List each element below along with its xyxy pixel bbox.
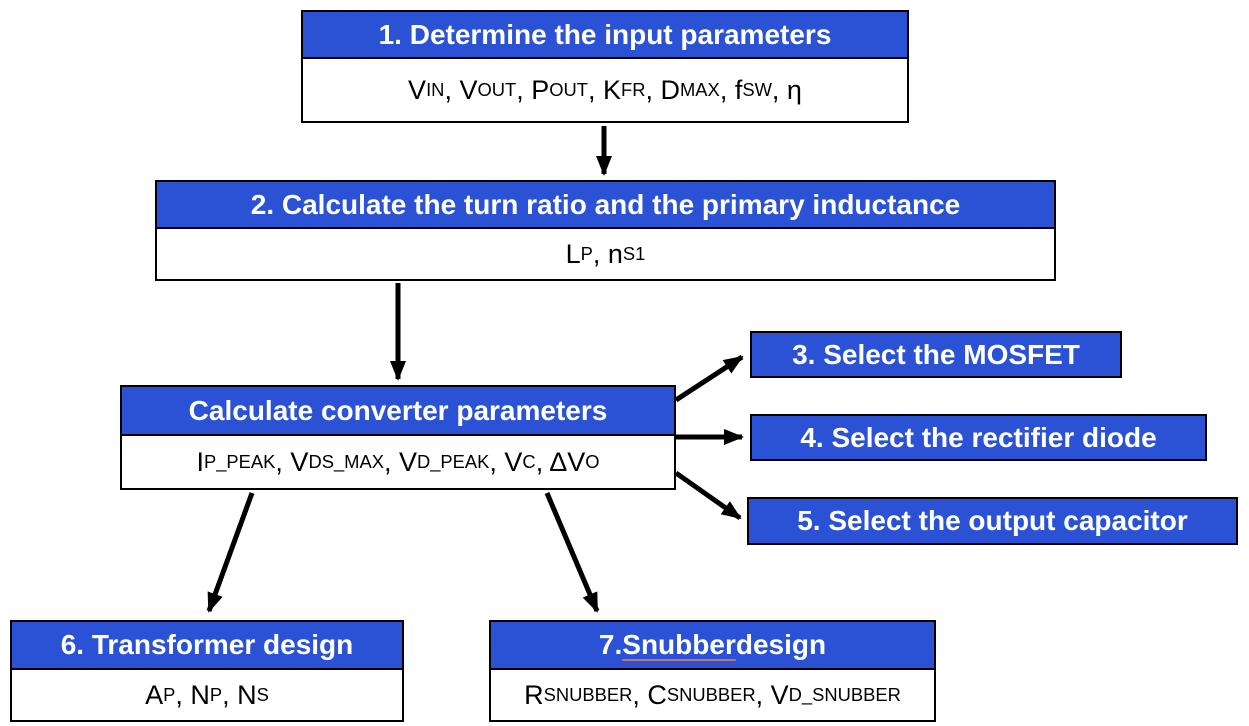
step1-title: 1. Determine the input parameters [303,12,907,57]
step5-box: 5. Select the output capacitor [747,497,1238,545]
step3-box: 3. Select the MOSFET [750,331,1122,378]
arrow-converter-to-step6 [206,492,255,613]
step6-title: 6. Transformer design [12,622,402,668]
arrow-converter-to-step5 [674,470,742,521]
converter-title: Calculate converter parameters [122,387,674,434]
arrow-converter-to-step3 [674,354,744,403]
arrow-converter-to-step7 [544,492,600,613]
step2-title: 2. Calculate the turn ratio and the prim… [157,182,1054,227]
step2-box: 2. Calculate the turn ratio and the prim… [155,180,1056,281]
step4-box: 4. Select the rectifier diode [750,414,1207,461]
step7-title: 7. Snubber design [491,622,934,668]
